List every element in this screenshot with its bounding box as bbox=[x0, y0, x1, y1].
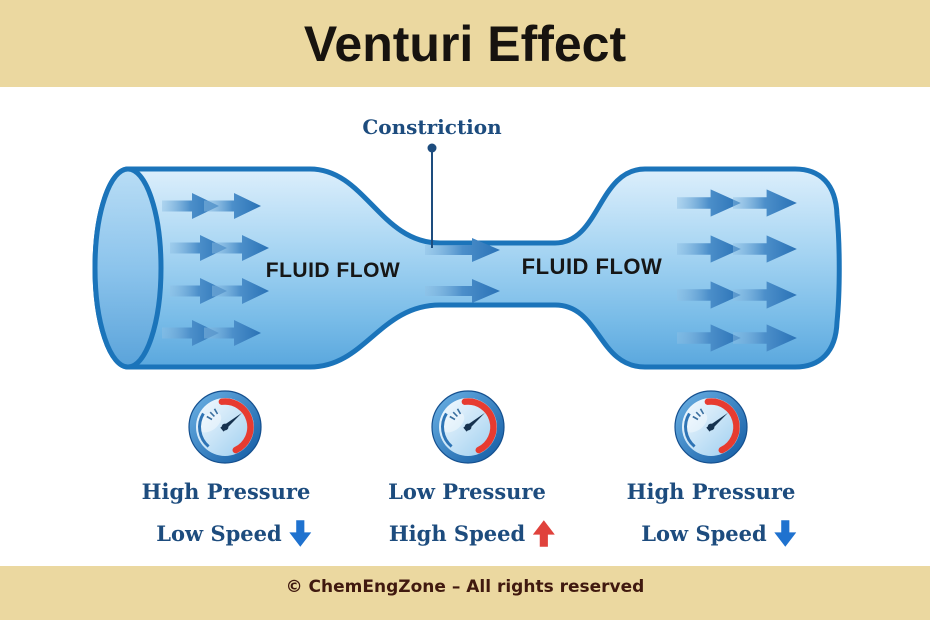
page-title: Venturi Effect bbox=[303, 15, 627, 72]
copyright-text: © ChemEngZone – All rights reserved bbox=[285, 577, 645, 597]
pressure-gauge-right bbox=[675, 391, 747, 463]
pressure-label-left: High Pressure bbox=[141, 479, 311, 504]
speed-text-center: High Speed bbox=[388, 521, 526, 546]
title-banner bbox=[0, 0, 930, 87]
footer-banner bbox=[0, 566, 930, 620]
constriction-label: Constriction bbox=[362, 115, 502, 139]
up-arrow-icon bbox=[533, 520, 556, 547]
fluid-flow-label-left: FLUID FLOW bbox=[265, 259, 401, 282]
pressure-gauge-center bbox=[432, 391, 504, 463]
venturi-pipe bbox=[92, 166, 842, 370]
speed-text-left: Low Speed bbox=[156, 521, 282, 546]
pressure-gauge-left bbox=[189, 391, 261, 463]
speed-label-left: Low Speed bbox=[156, 520, 312, 547]
speed-text-right: Low Speed bbox=[641, 521, 767, 546]
pressure-label-right: High Pressure bbox=[626, 479, 796, 504]
pressure-label-center: Low Pressure bbox=[388, 479, 546, 504]
down-arrow-icon bbox=[774, 520, 797, 547]
pipe-inlet-cap bbox=[92, 166, 164, 370]
down-arrow-icon bbox=[289, 520, 312, 547]
constriction-pointer bbox=[427, 143, 437, 248]
speed-label-right: Low Speed bbox=[641, 520, 797, 547]
speed-label-center: High Speed bbox=[388, 520, 556, 547]
fluid-flow-label-right: FLUID FLOW bbox=[521, 254, 663, 279]
